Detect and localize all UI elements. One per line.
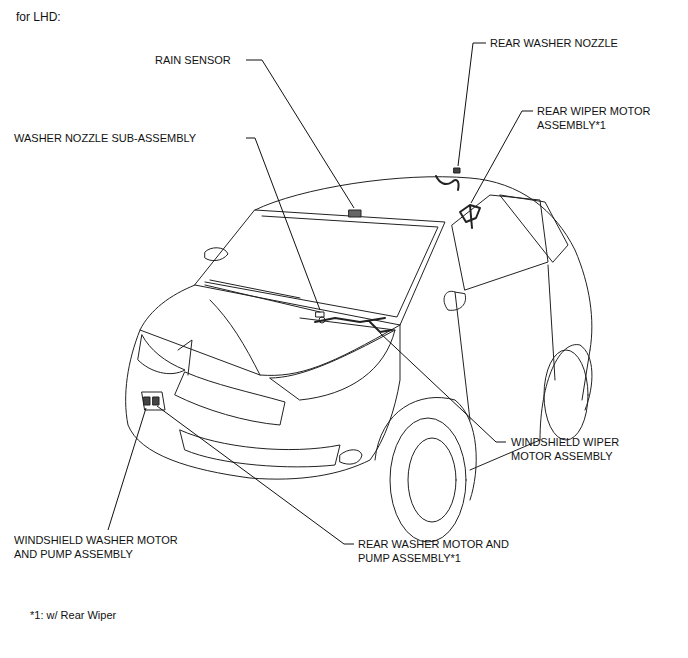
hood xyxy=(140,285,400,375)
hood-stay xyxy=(178,340,192,375)
heading: for LHD: xyxy=(16,10,61,24)
door-line xyxy=(455,265,555,420)
front-wheel-rim xyxy=(408,438,456,522)
rear-wiper-motor xyxy=(460,205,480,228)
wiper-arm xyxy=(205,280,395,330)
rain-sensor xyxy=(349,210,361,217)
headlight-right xyxy=(270,330,395,400)
windshield xyxy=(195,210,445,325)
windshield-inner xyxy=(205,216,438,317)
mirror-left xyxy=(205,248,228,261)
rear-wheel xyxy=(544,350,588,440)
washer-nozzle xyxy=(316,312,324,317)
rear-wheel-arch xyxy=(540,345,592,440)
leader-line xyxy=(108,408,146,530)
roof-outline xyxy=(255,177,592,350)
wiper-motor-linkage xyxy=(315,318,392,332)
leader-line xyxy=(246,60,354,208)
leader-line xyxy=(246,138,320,310)
wiper-pivot xyxy=(319,317,325,323)
footnote: *1: w/ Rear Wiper xyxy=(30,608,190,622)
part-label: REAR WASHER NOZZLE xyxy=(490,36,670,50)
leader-line xyxy=(458,43,486,166)
washer-tank xyxy=(142,392,165,410)
front-wheel xyxy=(390,418,466,542)
rear-washer-pump xyxy=(153,397,159,405)
hood-crease xyxy=(210,300,260,375)
part-label: WASHER NOZZLE SUB-ASSEMBLY xyxy=(14,131,244,145)
leader-line xyxy=(471,111,533,203)
part-label: REAR WIPER MOTOR ASSEMBLY*1 xyxy=(537,104,667,132)
mirror xyxy=(444,291,466,310)
front-body xyxy=(126,325,400,479)
rear-nozzle xyxy=(454,168,460,173)
grille xyxy=(175,372,285,425)
lower-grille xyxy=(180,430,340,467)
part-label: WINDSHIELD WASHER MOTOR AND PUMP ASSEMBL… xyxy=(14,533,179,561)
part-label: REAR WASHER MOTOR AND PUMP ASSEMBLY*1 xyxy=(358,537,518,565)
rear-side-window xyxy=(500,195,568,262)
washer-pump xyxy=(144,397,150,405)
part-label: RAIN SENSOR xyxy=(155,53,245,67)
headlight-left xyxy=(138,335,185,374)
foglight xyxy=(340,450,362,464)
part-label: WINDSHIELD WIPER MOTOR ASSEMBLY xyxy=(511,435,631,463)
leader-line xyxy=(157,406,354,544)
side-window xyxy=(452,195,548,290)
rear-washer-hose xyxy=(436,176,459,190)
leader-line xyxy=(380,333,506,442)
